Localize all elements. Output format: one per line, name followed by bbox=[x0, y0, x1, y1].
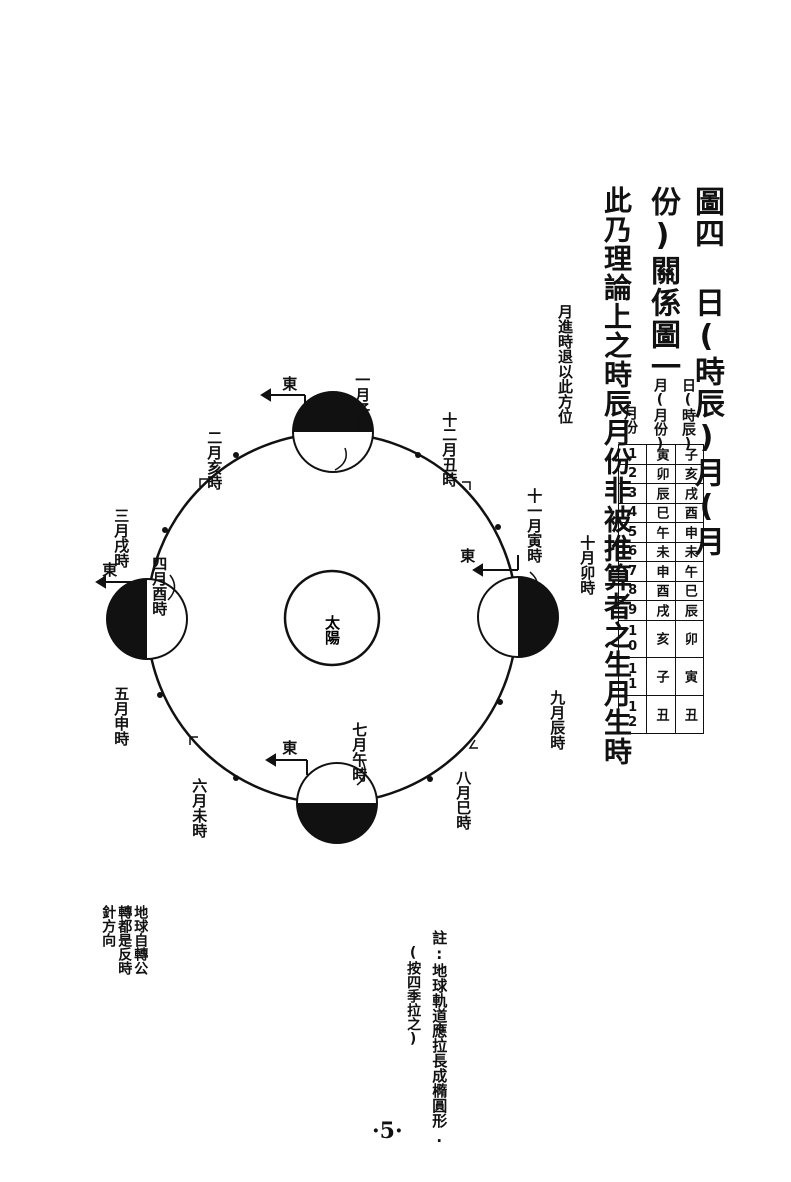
month-cell: 10 bbox=[617, 619, 648, 659]
ri-cell: 寅 bbox=[674, 657, 705, 697]
label-nov: 十一月寅時 bbox=[525, 488, 544, 563]
ri-cell: 酉 bbox=[674, 502, 705, 523]
ri-cell: 卯 bbox=[674, 619, 705, 659]
footnote-season: (按四季拉之) bbox=[405, 945, 422, 1047]
label-aug: 八月巳時 bbox=[454, 770, 473, 830]
yue-cell: 子 bbox=[646, 657, 676, 697]
sun bbox=[283, 569, 381, 667]
label-jul: 七月午時 bbox=[350, 722, 369, 782]
month-cell: 6 bbox=[617, 541, 648, 562]
ri-cell: 巳 bbox=[674, 580, 705, 601]
orbit-dots bbox=[157, 452, 503, 782]
month-cell: 2 bbox=[617, 463, 648, 484]
label-apr: 四月酉時 bbox=[150, 556, 169, 616]
footnote: 註:地球軌道應拉長成橢圓形. bbox=[430, 930, 449, 1146]
rotation-note: 地球自轉公轉都是反時針方向 bbox=[100, 905, 149, 975]
table-header-ri: 日(時辰) bbox=[680, 378, 696, 452]
ri-cell: 辰 bbox=[674, 600, 705, 621]
yue-cell: 巳 bbox=[646, 502, 676, 523]
label-mar: 三月戌時 bbox=[112, 508, 131, 568]
yue-cell: 未 bbox=[646, 541, 676, 562]
yue-cell: 午 bbox=[646, 522, 676, 543]
earth-july bbox=[296, 762, 378, 844]
ri-cell: 亥 bbox=[674, 463, 705, 484]
ri-cell: 未 bbox=[674, 541, 705, 562]
label-sep: 九月辰時 bbox=[548, 690, 567, 750]
month-cell: 9 bbox=[617, 600, 648, 621]
east-label-3: 東 bbox=[280, 740, 299, 755]
label-feb: 二月亥時 bbox=[205, 430, 224, 490]
ri-cell: 子 bbox=[674, 444, 705, 465]
yue-cell: 申 bbox=[646, 561, 676, 582]
page-number: ·5· bbox=[372, 1118, 403, 1144]
orbit-ticks bbox=[189, 478, 478, 749]
yue-cell: 辰 bbox=[646, 483, 676, 504]
table-header-yue: 月(月份) bbox=[652, 378, 668, 452]
yue-cell: 寅 bbox=[646, 444, 676, 465]
month-cell: 12 bbox=[617, 695, 648, 734]
month-cell: 4 bbox=[617, 502, 648, 523]
table-header-months: 月份 bbox=[622, 406, 638, 434]
month-cell: 5 bbox=[617, 522, 648, 543]
east-arrows bbox=[95, 388, 519, 775]
yue-cell: 亥 bbox=[646, 619, 676, 659]
month-cell: 1 bbox=[617, 444, 648, 465]
direction-note: 月進時退以此方位 bbox=[556, 304, 574, 424]
sun-label: 太陽 bbox=[323, 614, 341, 646]
earth-april bbox=[106, 578, 188, 660]
ri-cell: 午 bbox=[674, 561, 705, 582]
yue-cell: 戌 bbox=[646, 600, 676, 621]
ri-cell: 丑 bbox=[674, 695, 705, 734]
label-oct: 十月卯時 bbox=[578, 535, 597, 595]
yue-cell: 酉 bbox=[646, 580, 676, 601]
label-may: 五月申時 bbox=[112, 686, 131, 746]
month-cell: 11 bbox=[617, 657, 648, 697]
month-cell: 8 bbox=[617, 580, 648, 601]
east-label-1: 東 bbox=[280, 376, 299, 391]
ri-cell: 戌 bbox=[674, 483, 705, 504]
earth-october bbox=[477, 576, 559, 658]
yue-cell: 卯 bbox=[646, 463, 676, 484]
east-label-2: 東 bbox=[458, 548, 477, 563]
east-label-4: 東 bbox=[100, 562, 119, 577]
month-cell: 3 bbox=[617, 483, 648, 504]
label-jan: 一月子時 bbox=[353, 372, 372, 432]
label-jun: 六月未時 bbox=[190, 778, 209, 838]
yue-cell: 丑 bbox=[646, 695, 676, 734]
label-dec: 十二月丑時 bbox=[440, 412, 459, 487]
rotation-hooks bbox=[167, 447, 539, 786]
earth-january bbox=[292, 391, 374, 473]
ri-cell: 申 bbox=[674, 522, 705, 543]
month-cell: 7 bbox=[617, 561, 648, 582]
